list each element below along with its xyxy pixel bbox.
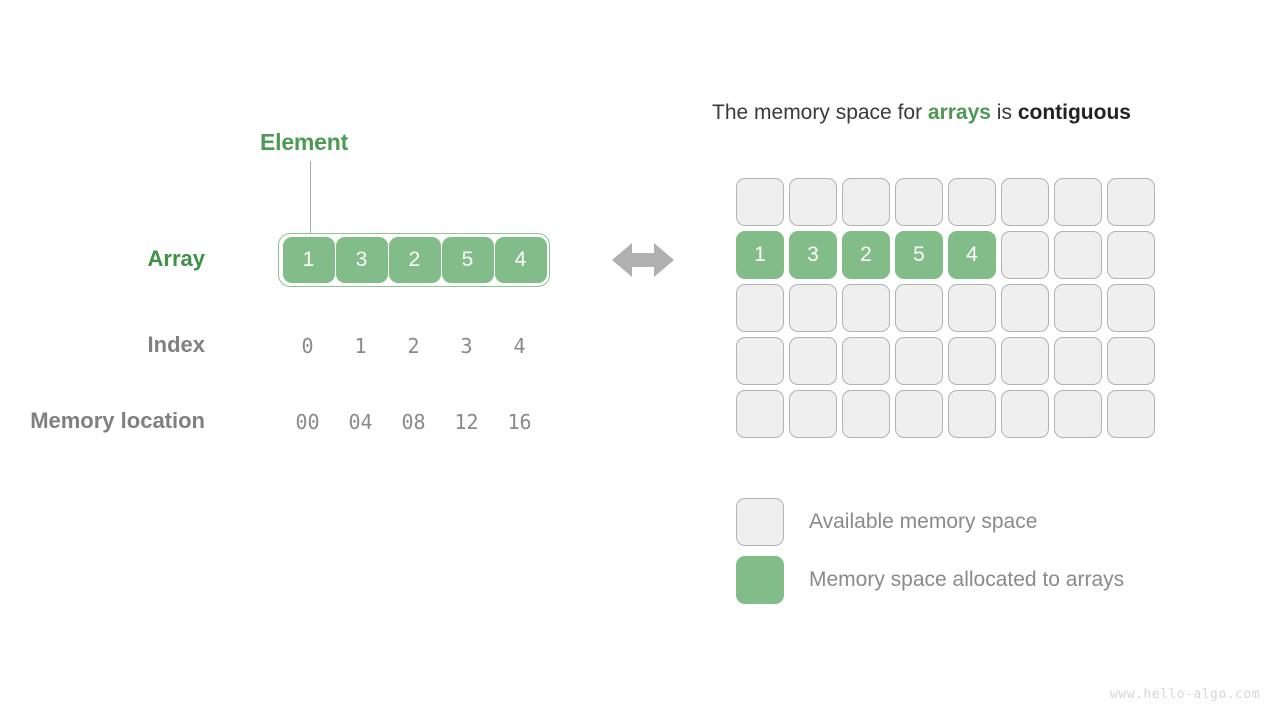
legend-item-available: Available memory space <box>736 493 1124 551</box>
memory-cell <box>842 337 890 385</box>
memory-cell <box>948 284 996 332</box>
memory-title-part1: The memory space for <box>712 101 928 124</box>
memory-cell <box>1001 390 1049 438</box>
legend-label-allocated: Memory space allocated to arrays <box>809 568 1125 591</box>
memory-cell <box>895 337 943 385</box>
legend-item-allocated: Memory space allocated to arrays <box>736 551 1124 609</box>
array-row-label: Array <box>147 246 205 271</box>
index-value: 2 <box>407 334 420 358</box>
index-row-label: Index <box>147 332 205 357</box>
legend-label-available: Available memory space <box>809 510 1038 533</box>
memory-cell <box>736 337 784 385</box>
index-value: 0 <box>301 334 314 358</box>
array-cell: 1 <box>282 237 335 283</box>
memory-location-values-row: 00 04 08 12 16 <box>278 410 550 434</box>
array-cell: 4 <box>494 237 547 283</box>
memory-title-part2: is <box>990 101 1018 124</box>
memory-cell <box>842 178 890 226</box>
memory-cell <box>1107 231 1155 279</box>
memory-cell <box>789 337 837 385</box>
array-cell: 3 <box>335 237 388 283</box>
memory-location-value: 04 <box>348 410 373 434</box>
memory-cell <box>948 390 996 438</box>
memory-cell <box>1001 284 1049 332</box>
memory-cell <box>789 178 837 226</box>
index-value: 3 <box>460 334 473 358</box>
array-container: 1 3 2 5 4 <box>278 233 550 287</box>
double-arrow-icon <box>612 238 674 282</box>
array-cell: 2 <box>388 237 441 283</box>
memory-cell <box>1107 390 1155 438</box>
memory-cell <box>1107 337 1155 385</box>
memory-cell <box>1054 390 1102 438</box>
memory-cell <box>1054 231 1102 279</box>
memory-grid: 1 3 2 5 4 <box>736 178 1155 438</box>
memory-cell <box>736 284 784 332</box>
memory-cell-allocated: 2 <box>842 231 890 279</box>
element-callout-connector-line <box>310 161 311 233</box>
memory-cell <box>842 390 890 438</box>
memory-cell-allocated: 3 <box>789 231 837 279</box>
memory-cell <box>1001 337 1049 385</box>
memory-cell <box>1054 284 1102 332</box>
memory-cell <box>789 390 837 438</box>
memory-location-value: 16 <box>507 410 532 434</box>
memory-cell <box>1107 178 1155 226</box>
watermark: www.hello-algo.com <box>1110 687 1260 702</box>
memory-cell <box>789 284 837 332</box>
memory-cell-allocated: 4 <box>948 231 996 279</box>
memory-cell <box>895 178 943 226</box>
index-value: 4 <box>513 334 526 358</box>
memory-location-value: 00 <box>295 410 320 434</box>
memory-location-row-label: Memory location <box>30 408 205 433</box>
legend-swatch-allocated-icon <box>736 556 784 604</box>
memory-title: The memory space for arrays is contiguou… <box>712 101 1131 125</box>
memory-cell <box>842 284 890 332</box>
memory-cell <box>1054 178 1102 226</box>
memory-cell-allocated: 1 <box>736 231 784 279</box>
memory-location-value: 12 <box>454 410 479 434</box>
memory-cell <box>895 284 943 332</box>
element-callout-label: Element <box>260 129 349 155</box>
memory-location-value: 08 <box>401 410 426 434</box>
memory-title-highlight-contiguous: contiguous <box>1017 101 1131 124</box>
index-value: 1 <box>354 334 367 358</box>
memory-cell-allocated: 5 <box>895 231 943 279</box>
memory-cell <box>736 178 784 226</box>
memory-cell <box>1001 178 1049 226</box>
memory-cell <box>1107 284 1155 332</box>
legend-swatch-available-icon <box>736 498 784 546</box>
memory-cell <box>948 337 996 385</box>
memory-cell <box>736 390 784 438</box>
index-values-row: 0 1 2 3 4 <box>278 334 550 358</box>
legend: Available memory space Memory space allo… <box>736 493 1124 609</box>
memory-cell <box>895 390 943 438</box>
memory-title-highlight-arrays: arrays <box>927 101 991 124</box>
memory-cell <box>1001 231 1049 279</box>
memory-cell <box>1054 337 1102 385</box>
array-cell: 5 <box>441 237 494 283</box>
memory-cell <box>948 178 996 226</box>
